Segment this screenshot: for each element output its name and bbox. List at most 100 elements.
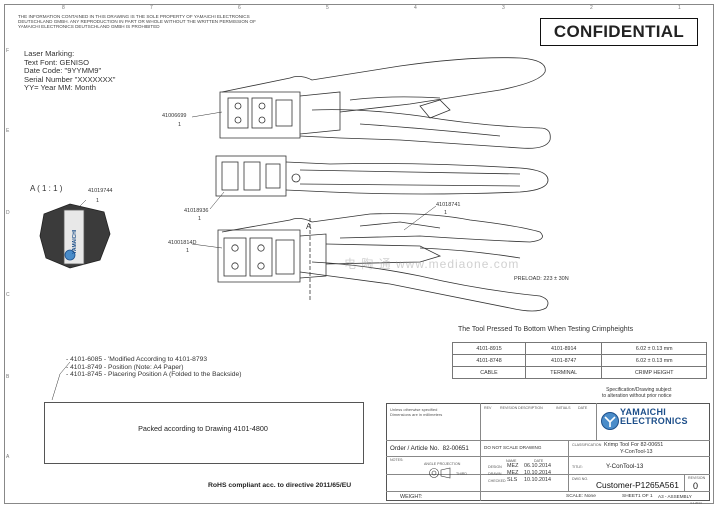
table-cell: 4101-8747 xyxy=(524,354,603,367)
table-cell: 4101-8915 xyxy=(452,342,526,355)
crimp-height-table: 4101-8915 4101-8914 6.02 ± 0.13 mm 4101-… xyxy=(452,342,707,379)
grid-number: 8 xyxy=(62,5,65,11)
third-angle-projection-icon xyxy=(429,467,451,479)
checked-name: SLS xyxy=(507,477,518,483)
tool-view-section xyxy=(217,213,549,312)
grid-number: 5 xyxy=(326,5,329,11)
classification-header: CLASSIFICATION xyxy=(572,443,602,447)
grid-number: 1 xyxy=(678,5,681,11)
classification-sub: Y-ConTool-13 xyxy=(620,449,653,455)
unless-note: Unless otherwise specified xyxy=(390,407,438,412)
weight-label: WEIGHT: xyxy=(400,494,423,500)
rohs-statement: RoHS compliant acc. to directive 2011/65… xyxy=(208,482,352,489)
detail-a-view xyxy=(39,203,111,269)
divider xyxy=(480,403,481,501)
grid-number: 6 xyxy=(238,5,241,11)
notes-label: NOTES: xyxy=(390,458,404,462)
drawing-title: Y-ConTool-13 xyxy=(606,463,644,470)
callout-part-number: 41006699 xyxy=(162,113,187,119)
grid-letter: F xyxy=(6,48,10,54)
grid-letter: C xyxy=(6,292,10,298)
laser-marking-note: Laser Marking: Text Font: GENISO Date Co… xyxy=(24,49,116,93)
tool-view-top xyxy=(219,57,551,149)
company-logo-text: YAMAICHI ELECTRONICS xyxy=(620,408,688,426)
laser-line: Date Code: "9YYMM9" xyxy=(24,66,102,76)
laser-line: YY= Year MM: Month xyxy=(24,83,96,93)
design-header: DESIGN xyxy=(488,465,502,469)
watermark: 电 陶 通 www.mediaone.com xyxy=(344,257,520,271)
callout-qty: 1 xyxy=(444,210,448,216)
projection-type: THIRD xyxy=(456,472,467,476)
design-name: MEZ xyxy=(507,463,519,469)
divider xyxy=(386,491,710,492)
divider xyxy=(684,474,685,491)
table-header-row: CABLE TERMINAL CRIMP HEIGHT xyxy=(452,366,707,379)
order-number: 82-00651 xyxy=(442,445,469,452)
revision-line: - 4101-6085 - 'Modified According to 410… xyxy=(66,356,208,363)
design-date: 06.10.2014 xyxy=(524,463,551,469)
divider xyxy=(386,456,710,457)
grid-letter: A xyxy=(6,454,10,460)
spec-note-line: Specification/Drawing subject xyxy=(606,387,672,393)
table-cell: CRIMP HEIGHT xyxy=(601,366,707,379)
initials-header: INITIALS xyxy=(556,406,571,410)
preload-note: PRELOAD: 223 ± 30N xyxy=(514,276,569,282)
do-not-scale: DO NOT SCALE DRAWING xyxy=(484,445,542,450)
logo-line: ELECTRONICS xyxy=(620,416,688,426)
drawing-number: Customer-P1265A561 xyxy=(596,480,679,490)
rev-header: REV xyxy=(484,406,492,410)
tool-view-side xyxy=(215,155,549,197)
callout-part-number: 41001814D xyxy=(168,240,197,246)
grid-letter: E xyxy=(6,128,10,134)
date-header: DATE xyxy=(578,406,588,410)
table-row: 4101-8748 4101-8747 6.02 ± 0.13 mm xyxy=(452,354,707,367)
detail-logo-text: YAMAICHI xyxy=(72,214,82,254)
table-cell: 6.02 ± 0.13 mm xyxy=(601,354,707,367)
callout-qty: 1 xyxy=(178,122,182,128)
revision-value: 0 xyxy=(693,481,699,491)
laser-line: Laser Marking: xyxy=(24,49,75,58)
dwg-no-header: DWG NO. xyxy=(572,477,589,481)
divider xyxy=(386,440,710,441)
name-header: NAME xyxy=(506,459,517,463)
order-label-text: Order / Article No. xyxy=(390,445,440,452)
table-row: 4101-8915 4101-8914 6.02 ± 0.13 mm xyxy=(452,342,707,355)
callout-leaders xyxy=(73,111,437,249)
divider xyxy=(386,474,710,475)
laser-line: Text Font: GENISO xyxy=(24,57,89,67)
grid-letter: B xyxy=(6,374,10,380)
table-cell: CABLE xyxy=(452,366,526,379)
table-cell: 6.02 ± 0.13 mm xyxy=(601,342,707,355)
drawing-sheet-border xyxy=(4,4,714,504)
revision-header: REVISION xyxy=(688,476,706,480)
section-marker: A xyxy=(306,222,312,231)
grid-number: 7 xyxy=(150,5,153,11)
drawn-name: MEZ xyxy=(507,470,519,476)
revision-line: - 4101-8745 - Placering Position A (Fold… xyxy=(66,371,242,379)
revision-notes: - 4101-6085 - 'Modified According to 410… xyxy=(66,356,241,379)
table-cell: 4101-8914 xyxy=(524,342,603,355)
table-cell: TERMINAL xyxy=(524,366,603,379)
table-cell: 4101-8748 xyxy=(452,354,526,367)
laser-line: Serial Number "XXXXXXX" xyxy=(24,74,116,84)
title-header: TITLE: xyxy=(572,465,583,469)
callout-part-number: 41018936 xyxy=(184,208,209,214)
title-block xyxy=(386,403,710,501)
revdesc-header: REVISION DESCRIPTION xyxy=(500,406,543,410)
logo-line: YAMAICHI xyxy=(620,407,667,417)
checked-header: CHECKED xyxy=(488,479,506,483)
ownership-notice: THE INFORMATION CONTAINED IN THIS DRAWIN… xyxy=(18,14,256,30)
detail-logo-word: YAMAICHI xyxy=(72,229,78,254)
tiny-code: 4.1.2014 xyxy=(690,501,702,505)
spec-note-line: to alteration without prior notice xyxy=(602,392,672,399)
callout-part-number: 41019744 xyxy=(88,188,113,194)
drawn-date: 10.10.2014 xyxy=(524,470,551,476)
revision-line: - 4101-8749 - Position (Note: A4 Paper) xyxy=(66,363,184,371)
sheet-label: SHEET1 OF 1 xyxy=(622,494,653,499)
unless-note: Dimensions are in millimeters xyxy=(390,412,443,417)
grid-number: 3 xyxy=(502,5,505,11)
date-col-header: DATE xyxy=(534,459,544,463)
spec-note: Specification/Drawing subject to alterat… xyxy=(602,387,672,399)
grid-number: 2 xyxy=(590,5,593,11)
